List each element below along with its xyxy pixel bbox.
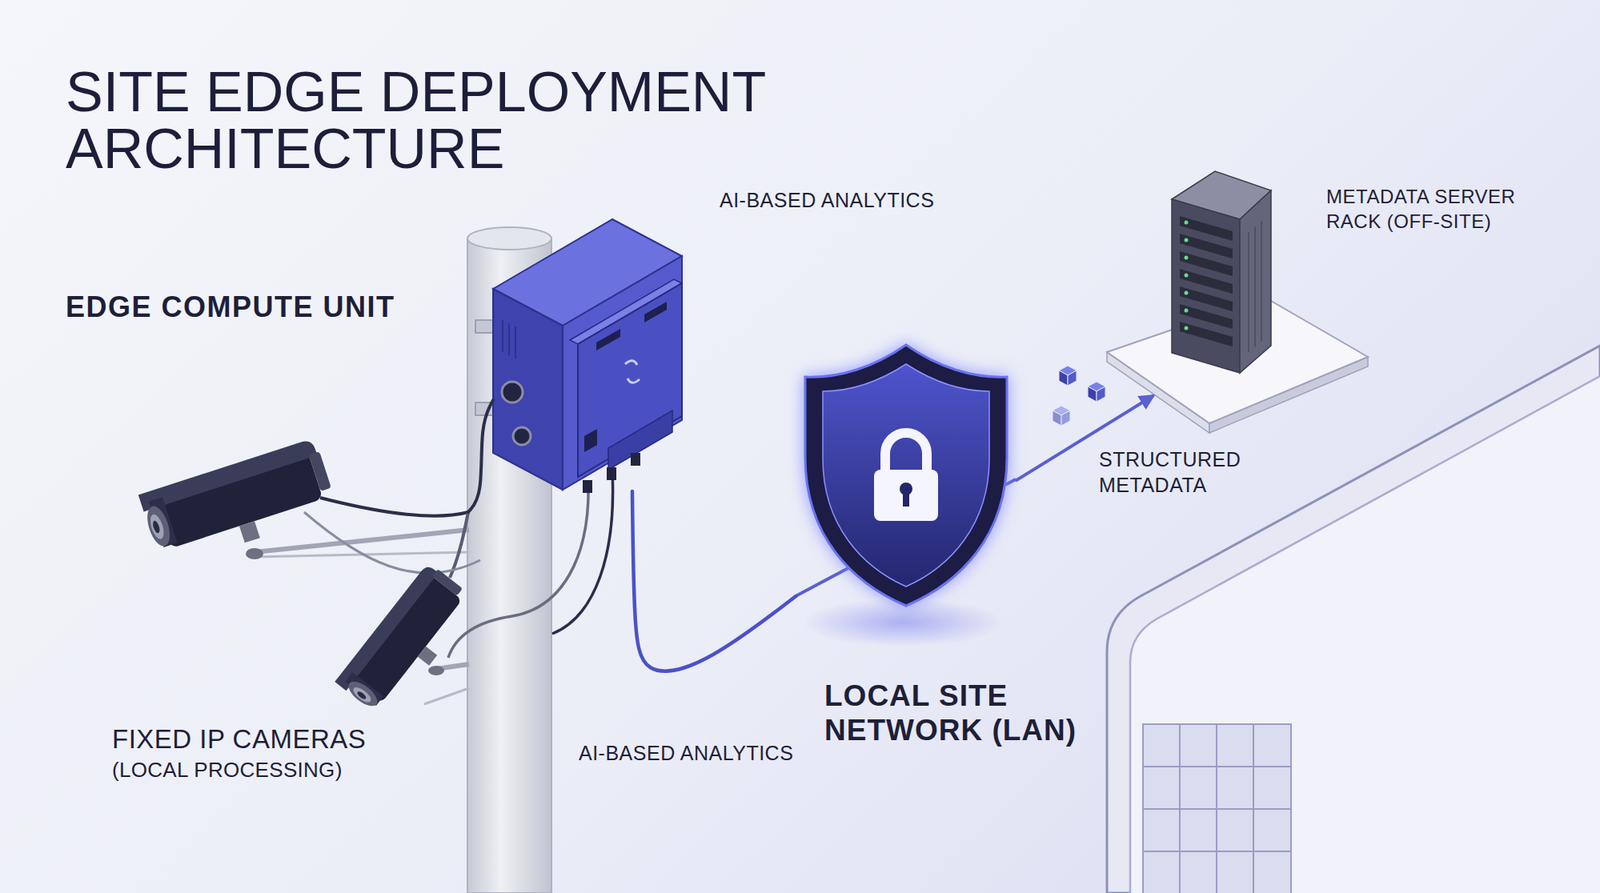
- camera-mount: [245, 548, 264, 560]
- server-rack: [1179, 321, 1233, 347]
- metadata-cubes: [1052, 365, 1106, 426]
- edge-unit-housing: [630, 453, 641, 466]
- server-rack: [1184, 308, 1189, 313]
- metadata-server-rack: METADATA SERVER RACK (OFF-SITE): [1152, 164, 1545, 429]
- metadata-cubes: [1087, 381, 1106, 402]
- server-rack: [1184, 238, 1189, 243]
- pole: [467, 227, 552, 250]
- edge-unit-housing: [562, 256, 682, 490]
- keyhole: [902, 490, 910, 507]
- label-wrap: AI-BASED ANALYTICS: [578, 741, 794, 766]
- node-sublabel: (LOCAL PROCESSING): [112, 757, 343, 783]
- shield-outline: [805, 344, 1007, 606]
- camera-mount: [424, 688, 470, 705]
- lock-body: [874, 469, 939, 522]
- annotation-label: AI-BASED ANALYTICS: [578, 741, 794, 766]
- server-rack: [1184, 291, 1189, 296]
- camera-group: FIXED IP CAMERAS(LOCAL PROCESSING): [144, 448, 469, 709]
- diagram-title: SITE EDGE DEPLOYMENT ARCHITECTURE: [65, 64, 827, 179]
- edge-unit-housing: [644, 301, 667, 323]
- node-label-wrap: LOCAL SITE NETWORK (LAN): [824, 679, 1097, 749]
- node-label-wrap: (LOCAL PROCESSING): [112, 757, 343, 783]
- server-rack: [1248, 220, 1262, 353]
- node-label: EDGE COMPUTE UNIT: [65, 289, 396, 325]
- cable: [304, 470, 614, 658]
- lan-shield: LOCAL SITE NETWORK (LAN): [795, 336, 1017, 614]
- cable: [448, 480, 589, 658]
- edge-label: STRUCTURED METADATA: [1098, 446, 1260, 498]
- edge-compute-unit: EDGE COMPUTE UNIT: [493, 219, 689, 492]
- camera-mount: [428, 665, 445, 676]
- server-rack: [1239, 190, 1272, 373]
- shield-face: [822, 364, 990, 587]
- building: [1106, 345, 1600, 893]
- shield-shape: [795, 336, 1017, 614]
- edge-unit-housing: [493, 219, 682, 494]
- ip-camera: [138, 437, 480, 722]
- title-wrap: SITE EDGE DEPLOYMENT ARCHITECTURE: [65, 64, 827, 179]
- server-rack: [1184, 256, 1189, 261]
- edge-unit-housing: [606, 467, 617, 481]
- edge-unit-housing: [513, 427, 531, 446]
- ip-camera: [138, 437, 340, 570]
- node-label: LOCAL SITE NETWORK (LAN): [824, 679, 1097, 749]
- camera-mount: [254, 529, 470, 553]
- edge-unit-housing: [493, 288, 563, 490]
- node-label-wrap: EDGE COMPUTE UNIT: [65, 289, 396, 325]
- edge-unit-housing: [582, 480, 593, 494]
- edge-label-wrap: STRUCTURED METADATA: [1098, 446, 1260, 498]
- building: [1142, 724, 1292, 893]
- connector: [468, 400, 494, 513]
- node-label: METADATA SERVER RACK (OFF-SITE): [1326, 184, 1543, 234]
- connector: [632, 491, 796, 672]
- cable: [320, 497, 469, 517]
- metadata-cubes: [1052, 405, 1071, 426]
- node-label: FIXED IP CAMERAS: [112, 723, 366, 756]
- cable: [552, 470, 614, 634]
- shield-glow: [802, 598, 1003, 647]
- cable: [304, 512, 481, 574]
- node-label-wrap: METADATA SERVER RACK (OFF-SITE): [1326, 184, 1543, 234]
- edge-unit-housing: [502, 320, 516, 359]
- ip-camera: [334, 561, 479, 722]
- server-rack: [1184, 326, 1189, 331]
- edge-unit-housing: [608, 410, 673, 470]
- node-label-wrap: FIXED IP CAMERAS: [112, 723, 366, 756]
- edge-unit-housing: [501, 381, 523, 403]
- edge-unit-housing: [577, 283, 682, 478]
- server-rack: [1184, 220, 1189, 225]
- edge-unit-housing: [625, 360, 640, 384]
- server-rack: [1171, 199, 1240, 373]
- edge-unit-housing: [584, 429, 598, 453]
- server-rack: [1171, 171, 1272, 373]
- label-wrap: AI-BASED ANALYTICS: [719, 188, 935, 213]
- edge-unit-housing: [596, 328, 621, 351]
- annotation-label: AI-BASED ANALYTICS: [719, 188, 935, 213]
- metadata-cubes: [1058, 365, 1077, 386]
- lock-shackle: [885, 433, 927, 474]
- building: [1142, 724, 1292, 893]
- server-rack: [1184, 273, 1189, 278]
